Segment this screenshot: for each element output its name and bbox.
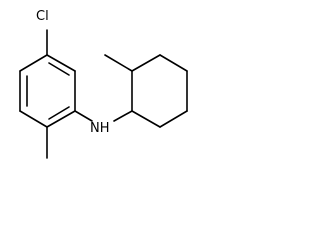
cyclohexane-bond-2	[131, 54, 161, 72]
nh-label: NH	[90, 121, 110, 136]
benzene-ring	[19, 54, 76, 128]
ring-bond-c3-c4	[46, 110, 76, 128]
ring-bond-c2-c3	[19, 110, 48, 128]
cyclohexane-bond-3	[159, 54, 188, 72]
cyclohexane-bond-6	[131, 110, 161, 128]
chlorine-label: Cl	[36, 9, 49, 24]
ring-bond-c6-c1	[19, 54, 48, 72]
structure-canvas: Cl NH	[0, 0, 214, 171]
bond-aryl-n	[74, 110, 93, 122]
ring-double-bond-inner-2	[48, 106, 70, 120]
cyclohexane-ring	[131, 54, 188, 128]
bond-n-cyclohexyl	[113, 110, 133, 122]
chemical-structure: Cl NH	[19, 9, 188, 159]
ring-bond-c5-c6	[46, 54, 76, 72]
bond-cyclohexyl-methyl	[104, 54, 133, 72]
cyclohexane-bond-5	[159, 110, 188, 128]
ring-double-bond-inner-3	[48, 62, 70, 76]
